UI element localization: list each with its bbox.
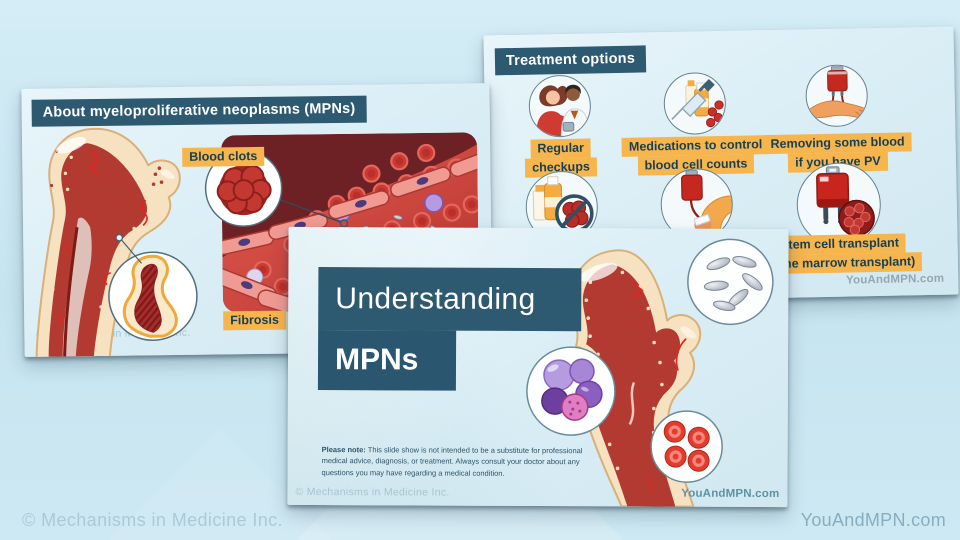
- fibrosis-zoom-icon: [108, 251, 198, 342]
- blood-removal-icon: [805, 64, 869, 128]
- checkup-icon: [528, 74, 592, 138]
- main-title-line1: Understanding: [318, 267, 582, 332]
- blood-clot-zoom-icon: [204, 149, 283, 227]
- treatment-slide-title: Treatment options: [494, 45, 647, 75]
- bone-marrow-icon: [35, 128, 181, 357]
- page-copyright: © Mechanisms in Medicine Inc.: [22, 510, 283, 530]
- disclaimer-text: Please note: This slide show is not inte…: [321, 445, 583, 478]
- blood-clots-label: Blood clots: [182, 146, 265, 167]
- fibrosis-label: Fibrosis: [223, 310, 286, 331]
- page-website: YouAndMPN.com: [800, 510, 946, 530]
- main-title-line2: MPNs: [317, 330, 457, 391]
- white-cells-zoom-icon: [526, 346, 616, 436]
- platelets-zoom-icon: [687, 238, 774, 326]
- treatment-slide-website: YouAndMPN.com: [845, 272, 945, 287]
- medications-icon: [663, 71, 727, 136]
- understanding-mpns-slide: Understanding MPNs Please note: This sli…: [287, 226, 789, 508]
- title-slide-copyright: © Mechanisms in Medicine Inc.: [295, 485, 450, 499]
- about-slide-title: About myeloproliferative neoplasms (MPNs…: [31, 95, 367, 127]
- stem-cell-transplant-icon: [795, 161, 882, 248]
- treatment-options-slide: Treatment options: [483, 26, 959, 304]
- title-slide-website: YouAndMPN.com: [681, 487, 780, 501]
- red-cells-zoom-icon: [650, 410, 723, 483]
